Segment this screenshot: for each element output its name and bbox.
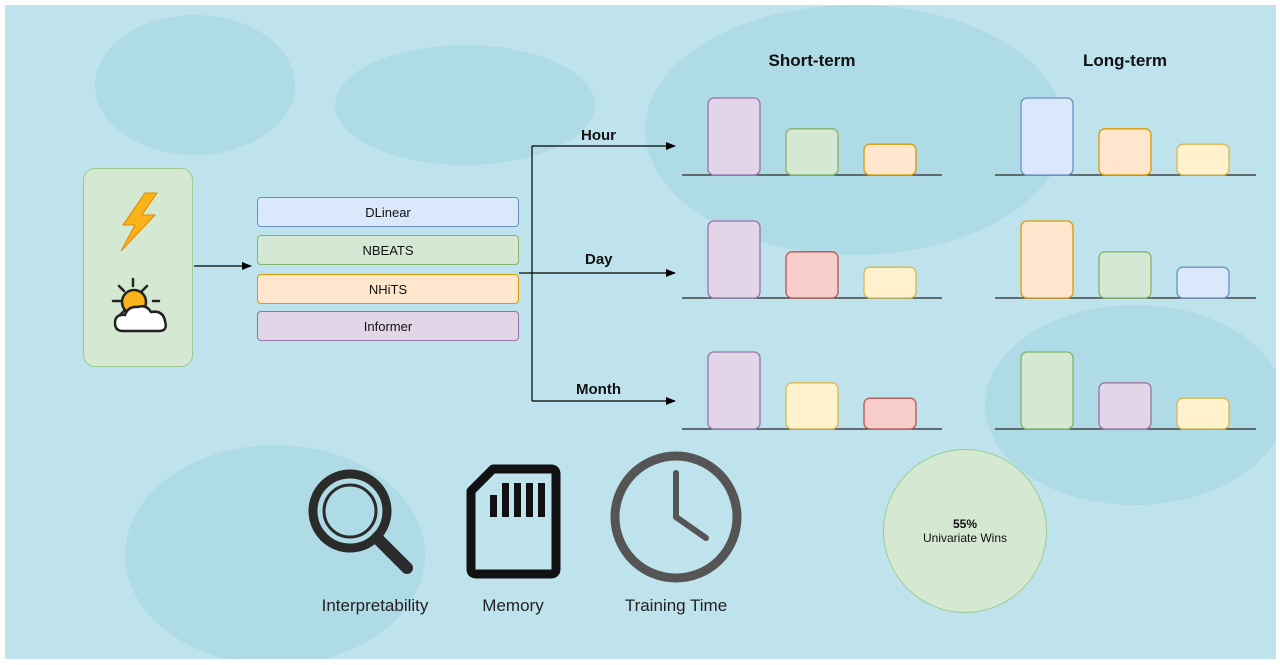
long-term-header: Long-term	[1082, 51, 1168, 70]
bar-month-short-term-0	[707, 351, 761, 430]
sd-card-icon	[466, 464, 561, 579]
model-informer: Informer	[257, 311, 519, 341]
model-label: Informer	[363, 318, 413, 334]
bar-hour-long-term-1	[1098, 128, 1152, 176]
bar-hour-short-term-2	[863, 143, 917, 176]
bar-day-long-term-1	[1098, 251, 1152, 299]
model-nhits: NHiTS	[257, 274, 519, 304]
bar-month-long-term-1	[1098, 382, 1152, 430]
map-land	[335, 45, 595, 165]
bar-month-short-term-2	[863, 397, 917, 430]
interpretability-label: Interpretability	[321, 596, 429, 615]
lightning-icon	[120, 192, 158, 252]
bar-hour-long-term-0	[1020, 97, 1074, 176]
horizon-label-month: Month	[576, 381, 621, 398]
bar-day-short-term-2	[863, 266, 917, 299]
bar-month-long-term-2	[1176, 397, 1230, 430]
bar-month-short-term-1	[785, 382, 839, 430]
training-time-label: Training Time	[624, 596, 728, 615]
horizon-label-day: Day	[585, 251, 613, 268]
magnifier-icon	[308, 469, 413, 574]
clock-icon	[610, 451, 742, 583]
bar-hour-long-term-2	[1176, 143, 1230, 176]
sun-cloud-icon	[111, 277, 167, 333]
result-value: 55%	[952, 517, 978, 531]
result-label: Univariate Wins	[922, 531, 1008, 545]
bar-month-long-term-0	[1020, 351, 1074, 430]
model-nbeats: NBEATS	[257, 235, 519, 265]
model-label: NHiTS	[368, 281, 408, 297]
memory-label: Memory	[482, 596, 544, 615]
bar-day-long-term-0	[1020, 220, 1074, 299]
model-dlinear: DLinear	[257, 197, 519, 227]
bar-day-long-term-2	[1176, 266, 1230, 299]
bar-hour-short-term-1	[785, 128, 839, 176]
bar-hour-short-term-0	[707, 97, 761, 176]
input-data-box	[83, 168, 193, 367]
model-label: NBEATS	[362, 242, 414, 258]
bar-charts	[707, 97, 1230, 430]
horizon-label-hour: Hour	[581, 127, 616, 144]
map-land	[95, 15, 295, 155]
diagram-svg	[111, 97, 1256, 583]
diagram-canvas: Short-term Long-term DLinear NBEATS NHiT…	[5, 5, 1276, 659]
bar-day-short-term-1	[785, 251, 839, 299]
model-label: DLinear	[365, 204, 411, 220]
short-term-header: Short-term	[768, 51, 856, 70]
bar-day-short-term-0	[707, 220, 761, 299]
univariate-wins-circle: 55% Univariate Wins	[883, 449, 1047, 613]
